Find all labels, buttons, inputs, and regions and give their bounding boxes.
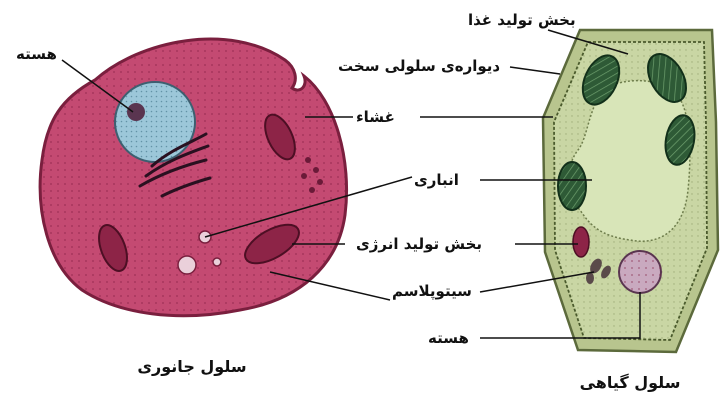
label-membrane: غشاء (356, 108, 395, 126)
plant-mitochondrion (573, 227, 589, 257)
animal-cell-cytoplasm-dots (40, 39, 346, 316)
animal-cell (40, 39, 346, 316)
plant-cell (543, 30, 718, 352)
label-food-production: بخش تولید غذا (468, 11, 576, 29)
label-cytoplasm: سیتوپلاسم (392, 282, 472, 301)
label-nucleus-left: هسته (16, 45, 57, 63)
label-vacuole: انباری (414, 171, 459, 189)
animal-nucleolus (127, 103, 145, 121)
animal-nucleus-texture (115, 82, 195, 162)
label-nucleus-right: هسته (428, 329, 469, 347)
label-energy-production: بخش تولید انرژی (356, 235, 482, 253)
caption-animal-cell: سلول جانوری (137, 357, 246, 376)
label-cell-wall: دیواره‌ی سلولی سخت (338, 57, 500, 75)
plant-nucleus-texture (619, 251, 661, 293)
caption-plant-cell: سلول گیاهی (580, 373, 681, 392)
